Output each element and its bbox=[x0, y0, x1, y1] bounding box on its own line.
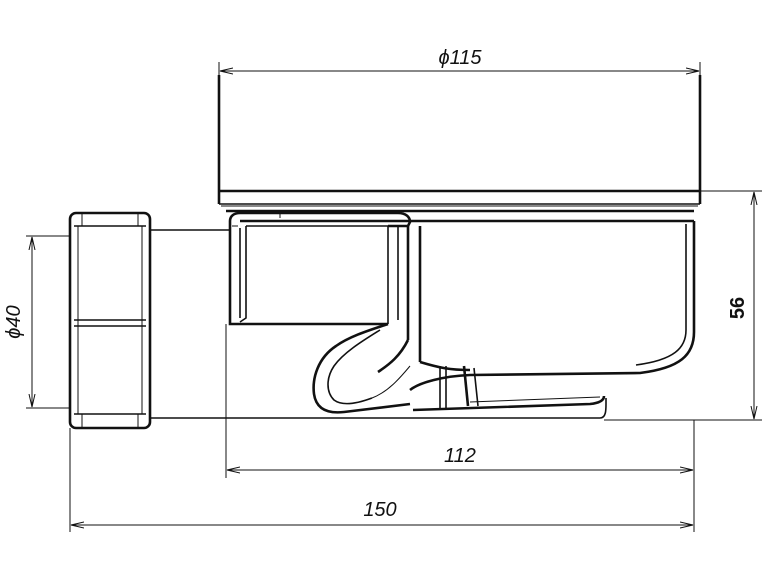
outlet-pipe bbox=[150, 229, 330, 419]
total-length-label: 150 bbox=[363, 499, 396, 521]
dim-body-length: 112 bbox=[225, 324, 695, 478]
dim-total-length: 150 bbox=[69, 428, 695, 532]
union-nut bbox=[68, 211, 152, 430]
height-label: 56 bbox=[727, 297, 749, 319]
dim-outlet-diameter: ϕ40 bbox=[3, 235, 70, 409]
top-diameter-label: ϕ115 bbox=[438, 47, 482, 69]
body-length-label: 112 bbox=[444, 445, 476, 467]
inner-chamber bbox=[228, 211, 412, 326]
dim-top-diameter: ϕ115 bbox=[218, 47, 701, 75]
top-cylinder bbox=[217, 75, 702, 213]
dim-height: 56 bbox=[604, 190, 762, 421]
trap-bend bbox=[312, 322, 479, 414]
siphon-body bbox=[240, 219, 696, 419]
outlet-diameter-label: ϕ40 bbox=[3, 305, 25, 338]
standpipe bbox=[377, 226, 422, 374]
